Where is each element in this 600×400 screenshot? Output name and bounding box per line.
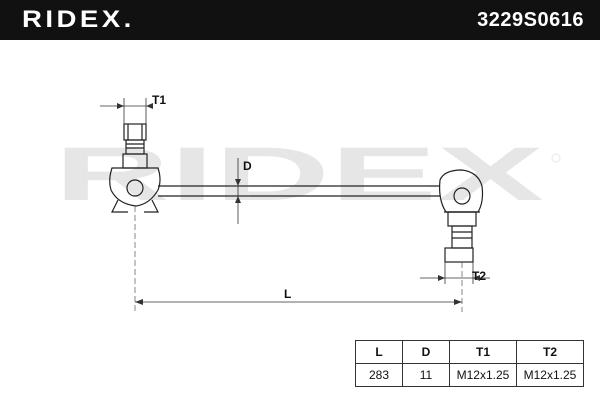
spec-value-l: 283 [355,363,403,387]
right-ball [453,187,471,205]
spec-value-t1: M12x1.25 [449,363,517,387]
technical-drawing: T1 D T2 L [100,93,490,312]
left-nut [122,153,148,169]
spec-header-d: D [402,340,450,364]
dimension-label-d: D [243,159,252,173]
left-ball [126,179,144,197]
right-nut [447,211,477,227]
watermark-text: RIDEX [54,140,545,210]
right-bolt-thread [451,225,473,249]
dimension-label-t1: T1 [152,93,166,107]
spec-value-d: 11 [402,363,450,387]
watermark-logo: RIDEX [54,140,561,210]
right-ball-joint [439,169,484,213]
spec-header-t2: T2 [516,340,584,364]
dimension-label-l: L [284,287,291,301]
part-number: 3229S0616 [477,9,584,31]
spec-header-t1: T1 [449,340,517,364]
registered-mark-icon [551,153,561,163]
spec-value-t2: M12x1.25 [516,363,584,387]
specs-table: L D T1 T2 283 11 M12x1.25 M12x1.25 [355,340,584,387]
left-bolt-head [123,123,147,141]
brand-logo: RIDEX. [22,6,135,33]
dimension-label-t2: T2 [472,269,486,283]
spec-header-l: L [355,340,403,364]
specs-header-row: L D T1 T2 [355,340,584,364]
header-bar: RIDEX. 3229S0616 [0,0,600,40]
left-ball-joint [109,167,161,207]
left-bolt-thread [125,139,145,155]
specs-value-row: 283 11 M12x1.25 M12x1.25 [355,363,584,387]
right-bolt-head [444,247,474,263]
